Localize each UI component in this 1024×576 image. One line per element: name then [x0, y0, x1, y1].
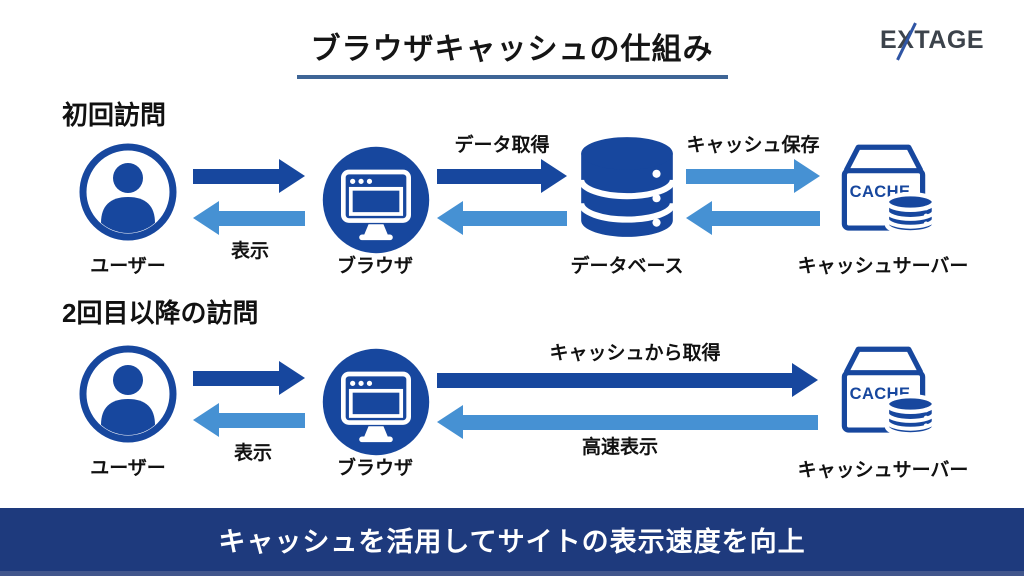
logo-letter-x-slash: X [897, 26, 915, 54]
logo-letters-tage: TAGE [914, 26, 984, 54]
cache-server-icon: CACHE [841, 144, 937, 235]
section2-heading: 2回目以降の訪問 [62, 298, 259, 328]
fast-display-arrow-label: 高速表示 [581, 437, 658, 458]
arrow-browser-to-user-2 [193, 403, 305, 437]
page-title: ブラウザキャッシュの仕組み [296, 24, 728, 79]
user-label-2: ユーザー [90, 458, 166, 479]
arrow-browser-to-cache [437, 363, 818, 397]
arrow-browser-to-db [437, 159, 567, 193]
database-label: データベース [570, 256, 684, 277]
title-area: ブラウザキャッシュの仕組み [0, 24, 1024, 79]
cache-server-label-2: キャッシュサーバー [797, 460, 969, 481]
save-arrow-label: キャッシュ保存 [686, 135, 820, 156]
fetch-arrow-label-1: データ取得 [454, 135, 550, 156]
section1-heading: 初回訪問 [62, 100, 167, 130]
display-arrow-label-1: 表示 [230, 241, 269, 262]
browser-label-1: ブラウザ [336, 256, 413, 277]
browser-icon [322, 146, 430, 254]
arrow-cache-to-db [686, 201, 820, 235]
database-icon [578, 137, 676, 237]
user-icon [79, 143, 177, 241]
arrow-cache-to-browser [437, 405, 818, 439]
browser-icon [322, 348, 430, 456]
user-label-1: ユーザー [90, 256, 166, 277]
arrow-db-to-browser [437, 201, 567, 235]
arrow-user-to-browser-1 [193, 159, 305, 193]
arrow-browser-to-user-1 [193, 201, 305, 235]
browser-label-2: ブラウザ [336, 458, 413, 479]
bottom-banner: キャッシュを活用してサイトの表示速度を向上 [0, 508, 1024, 576]
arrow-user-to-browser-2 [193, 361, 305, 395]
user-icon [79, 345, 177, 443]
display-arrow-label-2: 表示 [233, 443, 272, 464]
banner-text: キャッシュを活用してサイトの表示速度を向上 [218, 527, 806, 557]
cache-fetch-arrow-label: キャッシュから取得 [549, 343, 721, 364]
extage-logo: EXTAGE [880, 26, 984, 55]
logo-letter-e: E [880, 26, 898, 54]
cache-server-label-1: キャッシュサーバー [797, 256, 969, 277]
arrow-db-to-cache [686, 159, 820, 193]
cache-server-icon: CACHE [841, 346, 937, 437]
